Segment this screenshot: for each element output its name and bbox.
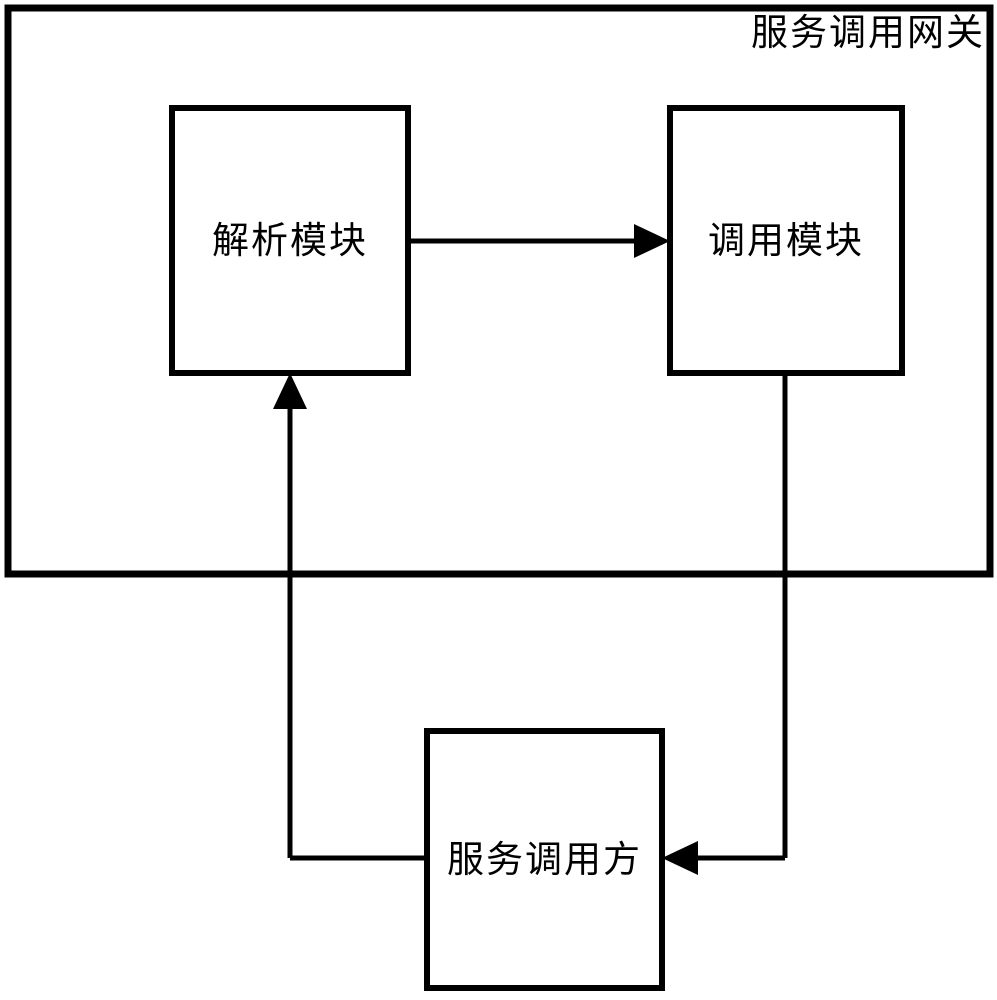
invoke-module-node[interactable] bbox=[670, 108, 902, 373]
gateway-container-outline bbox=[4, 4, 994, 578]
service-caller-node[interactable] bbox=[427, 731, 662, 988]
connector-caller-to-parse-arrowhead bbox=[273, 373, 307, 409]
gateway-title: 服务调用网关 bbox=[751, 11, 985, 54]
parse-module-node[interactable] bbox=[172, 108, 408, 373]
connector-parse-to-invoke-arrowhead bbox=[634, 224, 670, 258]
connector-invoke-to-caller-arrowhead bbox=[662, 841, 698, 875]
connector-caller-to-parse bbox=[273, 373, 427, 861]
connector-invoke-to-caller bbox=[662, 373, 788, 875]
connector-parse-to-invoke bbox=[408, 224, 670, 258]
service-caller-box[interactable] bbox=[424, 728, 665, 991]
